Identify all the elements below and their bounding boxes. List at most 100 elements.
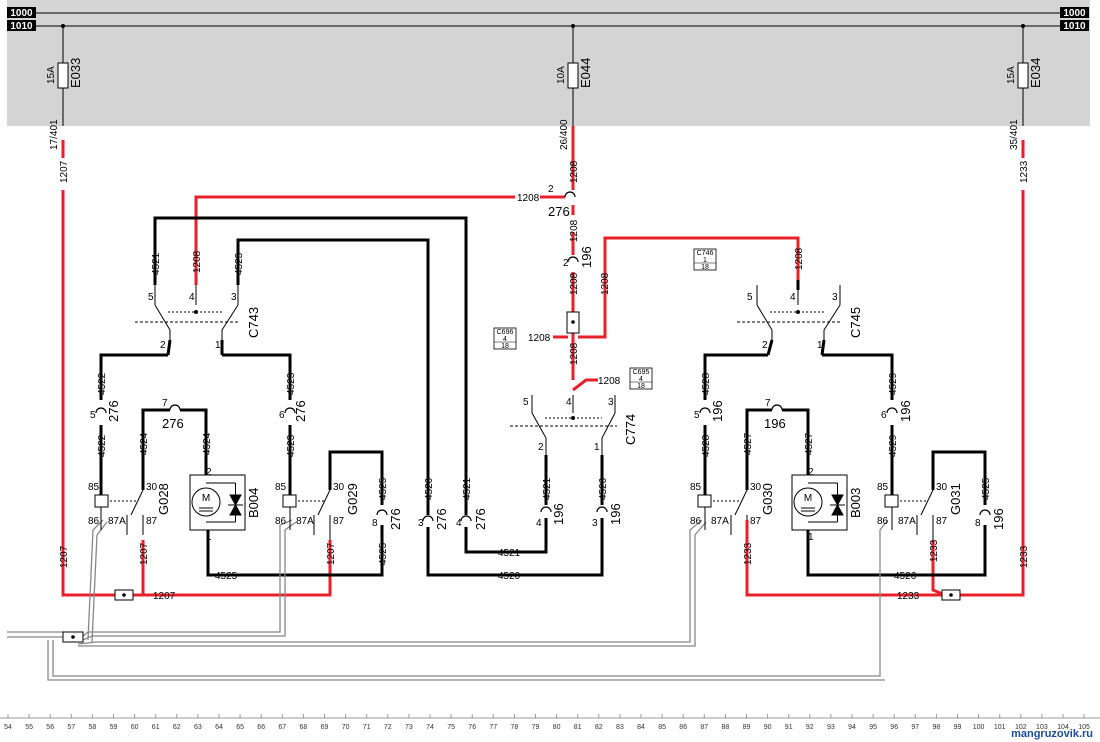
axis-tick-label: 90 <box>764 724 772 731</box>
bus-label-1000-left: 1000 <box>10 8 33 19</box>
svg-text:4: 4 <box>536 518 542 529</box>
svg-text:4528: 4528 <box>701 372 712 395</box>
svg-text:30: 30 <box>936 482 948 493</box>
fuse-e044-rating: 10A <box>556 66 567 84</box>
svg-text:4520: 4520 <box>598 477 609 500</box>
connector-c774-label: C774 <box>623 414 638 445</box>
svg-text:4523: 4523 <box>286 434 297 457</box>
relay-g028 <box>94 489 144 535</box>
axis-tick-label: 65 <box>236 724 244 731</box>
svg-text:1207: 1207 <box>153 591 176 602</box>
svg-text:1208: 1208 <box>517 193 540 204</box>
svg-text:87: 87 <box>333 516 345 527</box>
svg-text:26/400: 26/400 <box>559 119 570 150</box>
axis-tick-label: 67 <box>278 724 286 731</box>
svg-text:276: 276 <box>293 400 308 422</box>
axis-tick-label: 98 <box>933 724 941 731</box>
svg-text:2: 2 <box>762 340 768 351</box>
svg-text:4: 4 <box>790 292 796 303</box>
connector-c743-label: C743 <box>246 307 261 338</box>
svg-text:86: 86 <box>275 516 287 527</box>
fuse-e034-id: E034 <box>1028 58 1043 88</box>
svg-text:2: 2 <box>808 467 814 478</box>
svg-text:276: 276 <box>473 508 488 530</box>
axis-tick-label: 82 <box>595 724 603 731</box>
shield-cables <box>7 519 889 681</box>
motor-b004-symbol: M <box>202 493 210 504</box>
svg-text:1: 1 <box>703 257 707 264</box>
axis-tick-label: 96 <box>890 724 898 731</box>
axis-tick-label: 77 <box>489 724 497 731</box>
axis-tick-label: 92 <box>806 724 814 731</box>
fuse-e044 <box>567 62 579 89</box>
relay-g031 <box>884 489 934 540</box>
connector-c743 <box>135 285 240 356</box>
axis-tick-label: 102 <box>1015 724 1027 731</box>
axis-tick-label: 83 <box>616 724 624 731</box>
svg-text:4522: 4522 <box>97 372 108 395</box>
svg-text:1208: 1208 <box>192 250 203 273</box>
svg-text:276: 276 <box>388 508 403 530</box>
svg-text:87: 87 <box>750 516 762 527</box>
axis-tick-label: 105 <box>1078 724 1090 731</box>
svg-text:4525: 4525 <box>378 542 389 565</box>
svg-text:6: 6 <box>881 410 887 421</box>
svg-text:86: 86 <box>690 516 702 527</box>
svg-text:87A: 87A <box>296 516 314 527</box>
svg-text:C746: C746 <box>697 250 714 257</box>
axis-tick-label: 85 <box>658 724 666 731</box>
watermark: mangruzovik.ru <box>1011 728 1093 740</box>
axis-tick-label: 88 <box>722 724 730 731</box>
svg-text:4522: 4522 <box>97 434 108 457</box>
svg-text:4529: 4529 <box>888 372 899 395</box>
svg-text:6: 6 <box>279 410 285 421</box>
power-wires <box>61 126 1025 597</box>
connector-c774 <box>510 395 617 455</box>
ref-c746: C746 1 18 <box>693 248 717 271</box>
axis-tick-label: 69 <box>321 724 329 731</box>
axis-tick-label: 87 <box>700 724 708 731</box>
relay-g030-label: G030 <box>760 483 775 515</box>
svg-text:4524: 4524 <box>202 432 213 455</box>
svg-text:276: 276 <box>106 400 121 422</box>
relay-g029-label: G029 <box>345 483 360 515</box>
axis-tick-label: 86 <box>679 724 687 731</box>
svg-text:3: 3 <box>418 518 424 529</box>
svg-text:2: 2 <box>160 340 166 351</box>
svg-text:8: 8 <box>372 518 378 529</box>
svg-text:4520: 4520 <box>424 477 435 500</box>
svg-text:85: 85 <box>690 482 702 493</box>
svg-text:4521: 4521 <box>462 477 473 500</box>
svg-text:4528: 4528 <box>701 434 712 457</box>
svg-text:1233: 1233 <box>743 542 754 565</box>
axis-tick-label: 58 <box>89 724 97 731</box>
svg-text:87: 87 <box>936 516 948 527</box>
axis-tick-label: 101 <box>994 724 1006 731</box>
svg-text:7: 7 <box>162 398 168 409</box>
svg-text:276: 276 <box>548 204 570 219</box>
svg-text:4523: 4523 <box>286 372 297 395</box>
svg-text:4521: 4521 <box>542 477 553 500</box>
svg-text:3: 3 <box>231 292 237 303</box>
axis-tick-label: 71 <box>363 724 371 731</box>
svg-text:1208: 1208 <box>569 342 580 365</box>
svg-text:4529: 4529 <box>888 434 899 457</box>
svg-text:1208: 1208 <box>528 333 551 344</box>
axis-tick-label: 54 <box>4 724 12 731</box>
svg-text:30: 30 <box>750 482 762 493</box>
svg-text:1233: 1233 <box>1019 160 1030 183</box>
svg-text:196: 196 <box>764 416 786 431</box>
svg-text:35/401: 35/401 <box>1009 119 1020 150</box>
svg-text:1208: 1208 <box>569 272 580 295</box>
motor-b003-symbol: M <box>804 493 812 504</box>
svg-text:4: 4 <box>503 336 507 343</box>
svg-text:4520: 4520 <box>498 571 521 582</box>
svg-text:5: 5 <box>90 410 96 421</box>
axis-tick-label: 75 <box>447 724 455 731</box>
axis-tick-label: 79 <box>532 724 540 731</box>
bus-label-1010-left: 1010 <box>10 21 33 32</box>
svg-text:1: 1 <box>206 532 212 543</box>
svg-text:1233: 1233 <box>929 539 940 562</box>
svg-text:5: 5 <box>523 397 529 408</box>
svg-text:5: 5 <box>694 410 700 421</box>
